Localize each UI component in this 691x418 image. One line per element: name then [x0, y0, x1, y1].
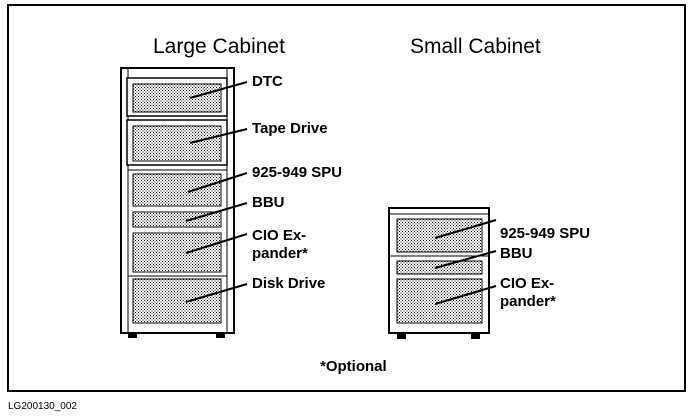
large-dtc-label: DTC	[252, 73, 283, 90]
small-cabinet-foot-left	[397, 333, 406, 339]
large-disk-drive-label: Disk Drive	[252, 275, 325, 292]
large-bbu-module	[132, 211, 222, 228]
figure-frame	[7, 4, 686, 392]
large-bbu-label: BBU	[252, 194, 285, 211]
large-spu-module	[132, 173, 222, 207]
small-cio-expander-module	[396, 278, 483, 324]
small-cabinet-foot-right	[471, 333, 480, 339]
optional-footnote: *Optional	[320, 358, 387, 375]
large-cio-label-line2: pander*	[252, 245, 308, 262]
small-spu-module	[396, 218, 483, 253]
small-cabinet-title: Small Cabinet	[410, 35, 541, 58]
small-cabinet: 925-949 SPU BBU CIO Ex- pander*	[388, 207, 590, 339]
large-cabinet-title: Large Cabinet	[153, 35, 285, 58]
large-disk-drive-module	[132, 278, 222, 324]
small-spu-label: 925-949 SPU	[500, 225, 590, 242]
large-spu-label: 925-949 SPU	[252, 164, 342, 181]
large-cio-expander-module	[132, 232, 222, 273]
large-cabinet: DTC Tape Drive 925-949 SPU BBU CIO Ex- p…	[120, 67, 342, 338]
large-leader-lines	[185, 81, 248, 303]
large-cio-label-line1: CIO Ex-	[252, 227, 306, 244]
large-cabinet-foot-left	[128, 333, 137, 338]
large-tape-drive-label: Tape Drive	[252, 120, 328, 137]
small-leader-lines	[434, 219, 497, 305]
figure-code: LG200130_002	[8, 401, 77, 412]
large-cabinet-foot-right	[216, 333, 225, 338]
small-bbu-label: BBU	[500, 245, 533, 262]
small-cio-label-line2: pander*	[500, 293, 556, 310]
small-cio-label-line1: CIO Ex-	[500, 275, 554, 292]
